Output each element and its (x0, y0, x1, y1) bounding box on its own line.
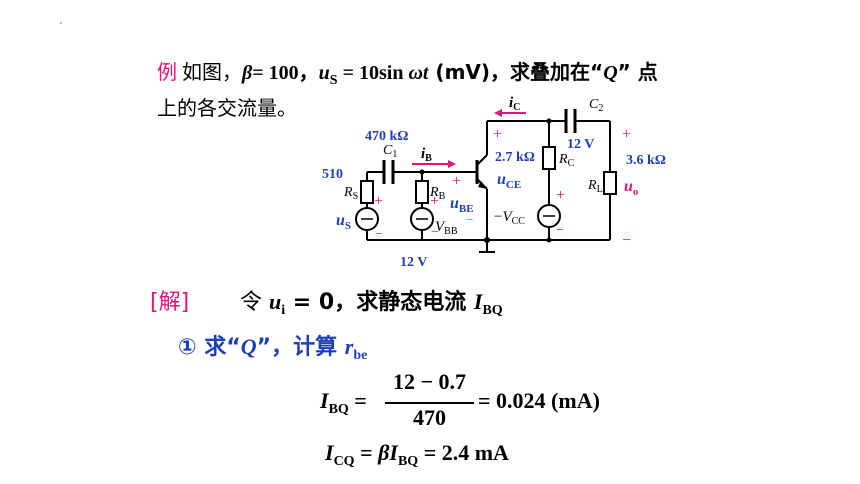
label-us: uS (336, 212, 351, 232)
junction-dot (419, 169, 425, 175)
junction-dot (484, 237, 490, 243)
problem-line-2: 上的各交流量。 (157, 96, 297, 120)
label-2.7k: 2.7 kΩ (495, 150, 535, 165)
label-rc: RC (558, 152, 575, 169)
label-ib: iB (421, 146, 432, 164)
vcc-minus: − (556, 223, 564, 238)
label-rb: RB (429, 185, 446, 202)
resistor-rb (415, 180, 429, 204)
us-eq: = 10sin (337, 62, 409, 84)
beta-value: = 100， (252, 62, 319, 84)
example-label: 例 (157, 60, 177, 84)
label-12v-bottom: 12 V (400, 255, 427, 270)
label-rs: RS (343, 185, 358, 202)
fraction-line (385, 402, 474, 404)
junction-dot (546, 237, 552, 243)
beta-symbol: β (242, 62, 253, 84)
vcc-plus: + (556, 187, 565, 204)
label-c2: C2 (589, 97, 603, 114)
eq1-lhs: IBQ = (320, 388, 367, 417)
solution-label: [解] (150, 290, 190, 315)
label-ic: iC (509, 95, 520, 113)
vbb-plus: + (430, 193, 439, 210)
uo-plus: + (622, 126, 631, 143)
q-point: Q (603, 62, 618, 84)
label-uo: uo (624, 178, 639, 198)
resistor-rc (542, 146, 556, 170)
omega-t: ωt (408, 62, 429, 84)
uce-plus: + (493, 126, 502, 143)
label-c1: C1 (383, 143, 397, 160)
emitter-arrow-icon (478, 181, 487, 189)
label-470k: 470 kΩ (365, 129, 409, 144)
label-ube: uBE (450, 195, 474, 215)
decorative-dot (60, 22, 62, 24)
label-vbb: VBB (435, 219, 458, 237)
line1-end: ” 点 (617, 60, 658, 84)
label-3.6k: 3.6 kΩ (626, 153, 666, 168)
transistor-collector (476, 154, 488, 166)
us-symbol: u (318, 62, 330, 84)
ube-minus: − (466, 212, 473, 227)
us-minus: − (375, 227, 383, 242)
us-sub: S (329, 73, 338, 88)
label-uce: uCE (497, 171, 521, 191)
eq1-denominator: 470 (413, 405, 446, 430)
solution-intro: 令 ui = 0，求静态电流 IBQ (240, 289, 503, 318)
ube-plus: + (452, 173, 461, 190)
vbb-minus: − (431, 225, 439, 240)
junction-dot (546, 118, 552, 124)
label-vcc: −VCC (494, 209, 525, 227)
us-plus: + (374, 193, 383, 210)
label-12v-top: 12 V (567, 137, 594, 152)
eq2: ICQ = βIBQ = 2.4 mA (325, 440, 509, 469)
label-rl: RL (587, 178, 603, 195)
resistor-rs (360, 180, 374, 204)
problem-line-1: 例 如图，β= 100，uS = 10sin ωt (mV)，求叠加在“Q” 点 (157, 56, 658, 89)
eq1-rhs: = 0.024 (mA) (478, 388, 600, 413)
resistor-rl (603, 171, 617, 195)
label-510: 510 (322, 167, 343, 182)
ic-arrowhead-icon (494, 109, 502, 117)
step-1: ① 求“Q”，计算 rbe (178, 334, 368, 363)
eq1-numerator: 12 − 0.7 (392, 369, 467, 394)
uo-minus: − (622, 232, 631, 249)
ib-arrowhead-icon (448, 160, 456, 168)
problem-intro: 如图， (182, 60, 242, 84)
unit-part: (mV)，求叠加在“ (428, 60, 604, 84)
